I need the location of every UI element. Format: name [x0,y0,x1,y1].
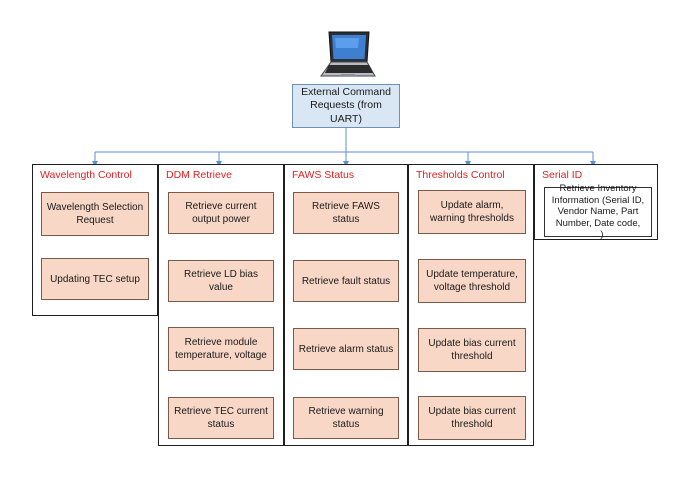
item-retrieve-warning-status: Retrieve warning status [293,397,399,439]
group-title: Thresholds Control [416,169,505,181]
item-retrieve-faws-status: Retrieve FAWS status [293,192,399,234]
item-retrieve-inventory: Retrieve Inventory Information (Serial I… [544,183,652,240]
laptop-icon [320,31,376,77]
item-wavelength-selection: Wavelength Selection Request [41,192,149,236]
group-serial-id: Serial ID Retrieve Inventory Information… [534,164,658,240]
group-wavelength-control: Wavelength Control Wavelength Selection … [32,164,158,316]
item-update-bias-current-2: Update bias current threshold [418,396,526,440]
item-retrieve-ld-bias: Retrieve LD bias value [168,260,274,302]
group-title: Wavelength Control [40,169,132,181]
external-command-requests-node: External Command Requests (from UART) [292,84,400,128]
item-retrieve-temperature-voltage: Retrieve module temperature, voltage [168,327,274,371]
group-ddm-retrieve: DDM Retrieve Retrieve current output pow… [158,164,284,446]
item-updating-tec-setup: Updating TEC setup [41,258,149,300]
item-retrieve-tec-current: Retrieve TEC current status [168,397,274,439]
item-retrieve-output-power: Retrieve current output power [168,192,274,234]
item-update-bias-current-1: Update bias current threshold [418,328,526,372]
group-thresholds-control: Thresholds Control Update alarm, warning… [408,164,534,446]
group-title: Serial ID [542,169,583,181]
item-update-temperature-voltage: Update temperature, voltage threshold [418,259,526,303]
group-title: FAWS Status [292,169,355,181]
item-retrieve-fault-status: Retrieve fault status [293,260,399,302]
group-title: DDM Retrieve [166,169,232,181]
item-retrieve-alarm-status: Retrieve alarm status [293,328,399,370]
group-faws-status: FAWS Status Retrieve FAWS status Retriev… [284,164,408,446]
item-update-alarm-warning: Update alarm, warning thresholds [418,190,526,234]
